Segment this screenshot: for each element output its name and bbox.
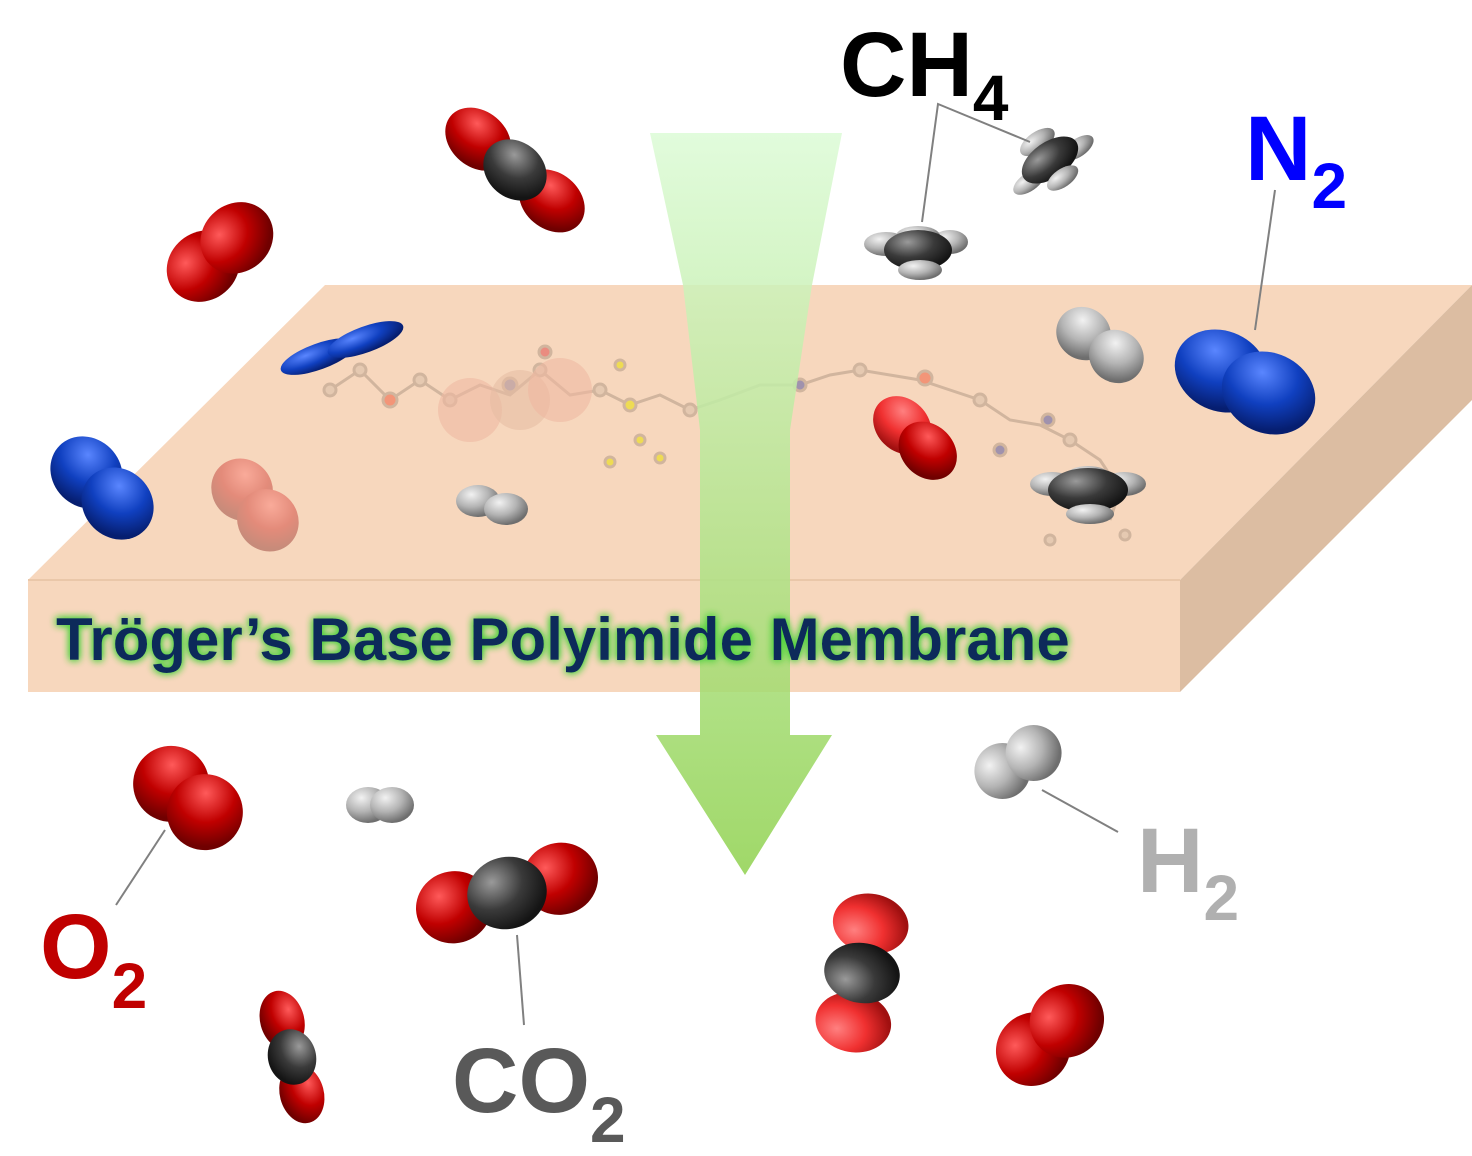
h2-leader-line bbox=[1042, 790, 1118, 832]
o2-label: O2 bbox=[40, 896, 147, 1022]
co2-label: CO2 bbox=[452, 1030, 626, 1156]
h2-molecule-icon bbox=[346, 787, 414, 823]
co2-label-sub: 2 bbox=[590, 1084, 626, 1156]
o2-leader-line bbox=[116, 830, 165, 905]
h2-label: H2 bbox=[1137, 810, 1239, 934]
h2-label-base: H bbox=[1137, 810, 1203, 912]
co2-molecule-icon bbox=[433, 95, 598, 246]
co2-leader-line bbox=[517, 935, 524, 1025]
o2-label-base: O bbox=[40, 896, 112, 998]
o2-molecule-icon bbox=[152, 187, 288, 316]
ch4-molecule-icon bbox=[864, 226, 968, 280]
membrane-title: Tröger’s Base Polyimide Membrane bbox=[56, 606, 1070, 673]
co2-molecule-icon bbox=[811, 888, 914, 1059]
co2-label-base: CO bbox=[452, 1030, 590, 1132]
ch4-label: CH4 bbox=[840, 14, 1009, 134]
n2-label-sub: 2 bbox=[1311, 150, 1347, 222]
n2-label-base: N bbox=[1245, 98, 1311, 200]
ch4-label-sub: 4 bbox=[973, 62, 1009, 134]
co2-molecule-icon bbox=[251, 985, 333, 1129]
ch4-label-base: CH bbox=[840, 14, 973, 116]
h2-molecule-icon bbox=[964, 715, 1072, 809]
n2-label: N2 bbox=[1245, 98, 1347, 222]
ch4-molecule-icon bbox=[992, 106, 1107, 213]
o2-molecule-icon bbox=[981, 969, 1119, 1101]
o2-molecule-icon bbox=[118, 730, 259, 865]
co2-molecule-icon bbox=[408, 834, 606, 952]
h2-label-sub: 2 bbox=[1203, 862, 1239, 934]
o2-label-sub: 2 bbox=[112, 950, 148, 1022]
